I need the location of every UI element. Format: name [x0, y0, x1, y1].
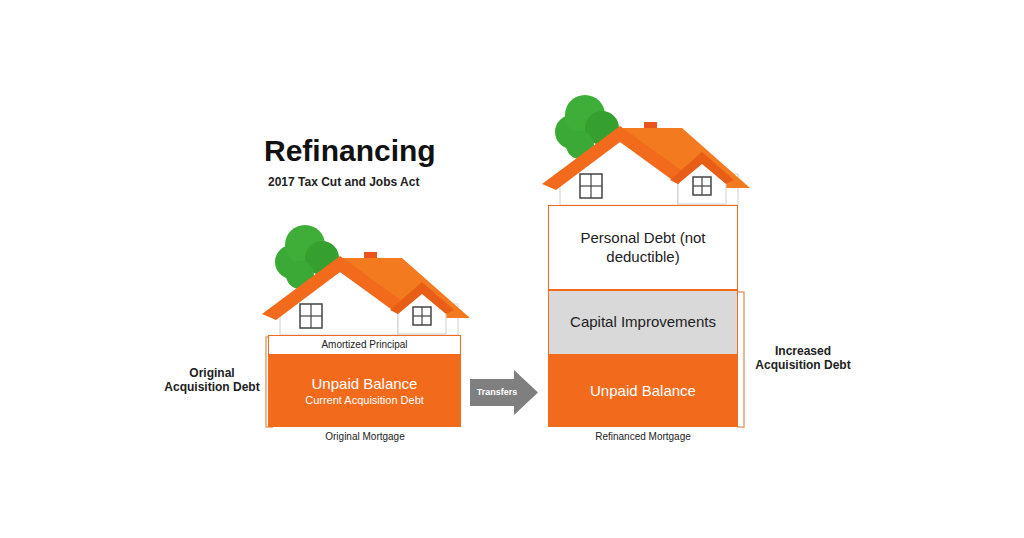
- title: Refinancing: [264, 134, 436, 168]
- right-bracket: [737, 292, 744, 427]
- box-text: Amortized Principal: [321, 339, 407, 352]
- right-house: [542, 95, 750, 205]
- box-text: Unpaid Balance: [312, 375, 418, 394]
- caption-label: Refinanced Mortgage: [578, 431, 708, 443]
- balance-box: Unpaid BalanceCurrent Acquisition Debt: [268, 355, 461, 427]
- box-subtext: Current Acquisition Debt: [305, 394, 424, 408]
- personal-debt-box: Personal Debt (not deductible): [548, 205, 738, 290]
- box-text: Personal Debt (not deductible): [568, 229, 718, 267]
- transfer-arrow: Transfers: [470, 370, 538, 415]
- bracket-label: Increased Acquisition Debt: [750, 344, 856, 373]
- box-text: Transfers: [477, 387, 518, 398]
- caption-label: Original Mortgage: [300, 431, 430, 443]
- subtitle: 2017 Tax Cut and Jobs Act: [268, 175, 488, 189]
- balance-box: Unpaid Balance: [548, 355, 738, 427]
- bracket-label: Original Acquisition Debt: [160, 366, 264, 395]
- box-text: Unpaid Balance: [590, 382, 696, 401]
- box-text: Capital Improvements: [570, 313, 716, 332]
- improvements-box: Capital Improvements: [548, 290, 738, 355]
- amortized-box: Amortized Principal: [268, 335, 461, 355]
- left-house: [262, 225, 470, 335]
